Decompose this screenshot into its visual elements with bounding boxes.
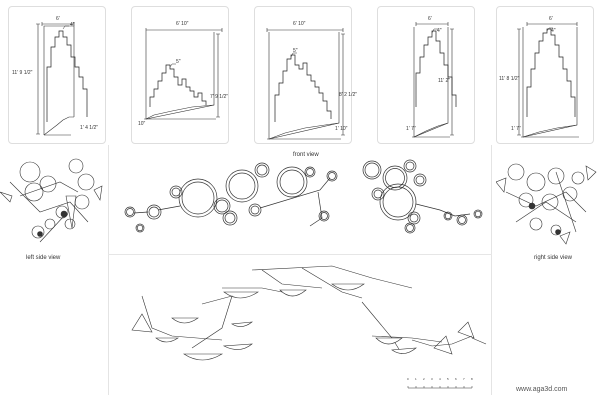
top-dimension: 4" (551, 28, 556, 34)
top-dimension: 4" (437, 28, 442, 34)
left-side-view-drawing (0, 158, 103, 243)
height-dimension: 7' 9 1/2" (210, 94, 229, 100)
top-dimension: 5" (293, 48, 298, 54)
width-dimension: 6' (549, 16, 553, 22)
height-dimension: 8' 2 1/2" (339, 92, 358, 98)
scale-tick-7: 7 (463, 377, 465, 381)
scale-tick-5: 5 (447, 377, 449, 381)
width-dimension: 6' 10" (176, 21, 189, 27)
height-dimension: 11' 2" (438, 78, 451, 84)
width-dimension: 6' 10" (293, 21, 306, 27)
elevation-drawing-2 (144, 28, 223, 120)
base-dimension: 1' 7" (406, 126, 416, 132)
height-dimension: 11' 8 1/2" (499, 76, 520, 82)
elevation-panel-2: 6' 10" 7' 9 1/2" 5" 10" (131, 6, 229, 144)
scale-bar: 0 1 2 3 4 5 6 7 8 (406, 377, 476, 395)
right-side-view-drawing (496, 163, 597, 245)
center-views-frame (108, 145, 492, 395)
scale-tick-0: 0 (407, 377, 409, 381)
views-divider (108, 254, 492, 255)
scale-tick-3: 3 (431, 377, 433, 381)
elevation-drawing-5 (517, 22, 579, 138)
scale-tick-4: 4 (439, 377, 441, 381)
perspective-view-drawing (131, 265, 487, 361)
scale-bar-graphic (407, 386, 473, 389)
watermark-url: www.aga3d.com (516, 386, 568, 393)
elevation-drawing-4 (412, 22, 457, 138)
elevation-drawing-3 (266, 28, 345, 140)
base-dimension: 1' 4 1/2" (80, 125, 99, 131)
right-side-view-label: right side view (534, 255, 573, 261)
elevation-panel-1: 6' 11' 9 1/2" 4" 1' 4 1/2" (8, 6, 106, 144)
base-dimension: 10" (138, 121, 146, 127)
width-dimension: 6' (56, 16, 60, 22)
elevation-panel-5: 6' 11' 8 1/2" 4" 1' 7" (496, 6, 594, 144)
elevation-drawing-1 (36, 22, 88, 136)
base-dimension: 1' 10" (335, 126, 348, 132)
base-dimension: 1' 7" (511, 126, 521, 132)
top-dimension: 5" (176, 59, 181, 65)
scale-tick-8: 8 (471, 377, 473, 381)
top-dimension: 4" (70, 22, 75, 28)
height-dimension: 11' 9 1/2" (12, 70, 33, 76)
left-side-view-label: left side view (26, 255, 61, 261)
front-view-label: front view (293, 152, 319, 158)
width-dimension: 6' (428, 16, 432, 22)
scale-tick-2: 2 (423, 377, 425, 381)
elevation-panel-3: 6' 10" 8' 2 1/2" 5" 1' 10" (254, 6, 357, 144)
elevation-panel-4: 6' 11' 2" 4" 1' 7" (377, 6, 475, 144)
front-view-drawing (124, 159, 483, 234)
scale-tick-6: 6 (455, 377, 457, 381)
scale-tick-1: 1 (415, 377, 417, 381)
